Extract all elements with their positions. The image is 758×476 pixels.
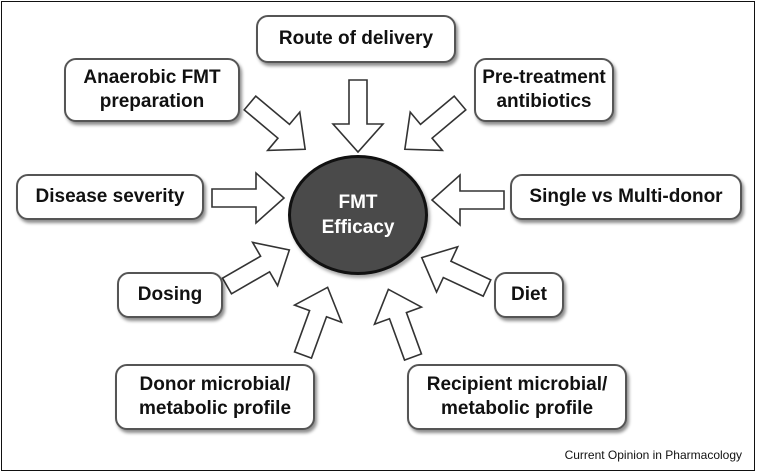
- factor-label: Diet: [511, 284, 547, 305]
- factor-label-line-1: Recipient microbial/: [426, 374, 608, 395]
- factor-label-line-2: metabolic profile: [440, 398, 594, 419]
- arrow-route: [331, 79, 385, 154]
- factor-donor-profile: Donor microbial/ metabolic profile: [115, 364, 315, 430]
- arrow-dosing: [221, 241, 291, 295]
- factor-label-line-1: Donor microbial/: [139, 374, 291, 395]
- factor-label-line-1: Anaerobic FMT: [83, 67, 221, 88]
- arrow-disease: [211, 171, 286, 225]
- factor-anaerobic-preparation: Anaerobic FMT preparation: [64, 58, 240, 122]
- factor-diet: Diet: [494, 272, 564, 318]
- arrow-donor-count: [430, 173, 505, 227]
- factor-label-line-2: antibiotics: [496, 91, 592, 112]
- factor-label: Route of delivery: [278, 28, 434, 49]
- factor-label-line-2: metabolic profile: [138, 398, 292, 419]
- factor-label-line-2: preparation: [99, 91, 205, 112]
- factor-recipient-profile: Recipient microbial/ metabolic profile: [407, 364, 627, 430]
- hub-line-1: FMT: [338, 192, 378, 213]
- factor-label: Dosing: [137, 284, 203, 305]
- factor-label: Single vs Multi-donor: [529, 186, 723, 207]
- arrow-donor-profile: [292, 286, 343, 360]
- factor-single-vs-multi-donor: Single vs Multi-donor: [510, 174, 742, 220]
- factor-disease-severity: Disease severity: [16, 174, 204, 220]
- factor-label: Disease severity: [35, 186, 185, 207]
- fmt-efficacy-hub: FMT Efficacy: [288, 155, 428, 275]
- hub-line-2: Efficacy: [321, 217, 395, 238]
- factor-pretreatment-antibiotics: Pre-treatment antibiotics: [474, 58, 614, 122]
- journal-credit: Current Opinion in Pharmacology: [564, 448, 742, 462]
- arrow-recipient-profile: [373, 288, 424, 362]
- factor-dosing: Dosing: [117, 272, 223, 318]
- arrow-diet: [420, 245, 492, 298]
- factor-route-of-delivery: Route of delivery: [256, 15, 456, 63]
- arrow-anaerobic: [243, 94, 307, 152]
- factor-label-line-1: Pre-treatment: [482, 67, 606, 88]
- arrow-pretreatment: [403, 94, 467, 152]
